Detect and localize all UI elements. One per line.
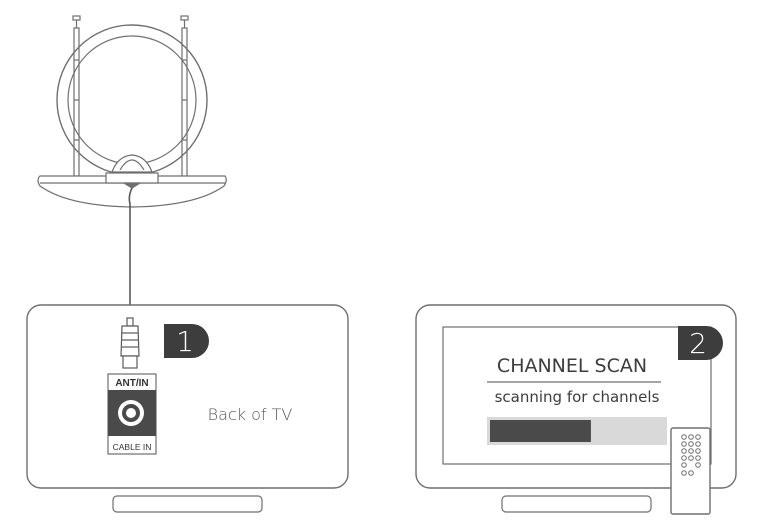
tv-1-stand (112, 495, 263, 513)
antenna-illustration (37, 15, 227, 208)
tv-back-panel (26, 304, 349, 489)
step-2-number: 2 (689, 327, 707, 360)
scan-progress-bar (487, 417, 667, 445)
remote-control-icon (670, 427, 711, 515)
step-1-badge: 1 (164, 324, 209, 358)
ant-in-port-plate (107, 373, 157, 455)
step-2-badge: 2 (678, 326, 723, 360)
step-1-number: 1 (176, 325, 194, 358)
antenna-neck (111, 154, 153, 173)
antenna-base (37, 172, 227, 208)
antenna-left-rod (72, 15, 81, 181)
channel-scan-title: CHANNEL SCAN (497, 355, 647, 377)
progress-fill (490, 420, 591, 442)
port-bottom-label: CABLE IN (113, 442, 152, 452)
coax-cable (128, 187, 133, 318)
scanning-subtitle: scanning for channels (495, 388, 660, 406)
port-top-label: ANT/IN (115, 378, 148, 389)
back-of-tv-caption: Back of TV (208, 405, 293, 424)
tv-2-stand (501, 495, 652, 513)
coax-connector (120, 317, 140, 369)
